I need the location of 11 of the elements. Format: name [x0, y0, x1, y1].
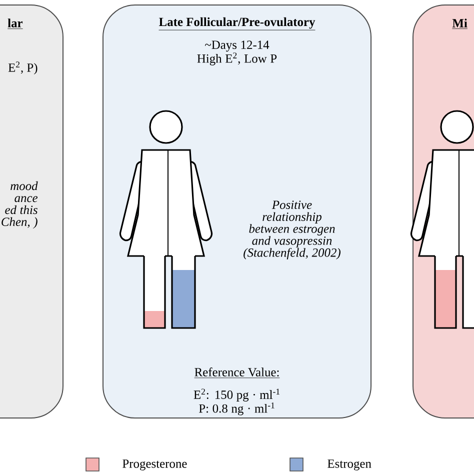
- phase-title: lar: [7, 18, 23, 29]
- legend-label: Estrogen: [328, 460, 372, 470]
- hormone-levels: E$^{2}$, P): [8, 62, 38, 74]
- phase-title: Late Follicular/Pre-ovulatory: [158, 17, 316, 30]
- legend-label: Progesterone: [122, 460, 187, 470]
- phase-days: ~Days 12-14 High E$^{2}$, Low P: [197, 40, 277, 66]
- phase-title: Mi: [452, 18, 468, 29]
- note-text: Positive relationship between estrogen and vasopressin (Stachenfeld, 2002): [244, 200, 340, 260]
- reference-heading: Reference Value:: [194, 368, 280, 378]
- reference-values: E$^{2}$: 150 pg · ml$^{-1}$ P: 0.8 ng · ml$^{-1}$: [194, 388, 280, 416]
- note-text: mood ance ed this Chen, ): [2, 181, 38, 229]
